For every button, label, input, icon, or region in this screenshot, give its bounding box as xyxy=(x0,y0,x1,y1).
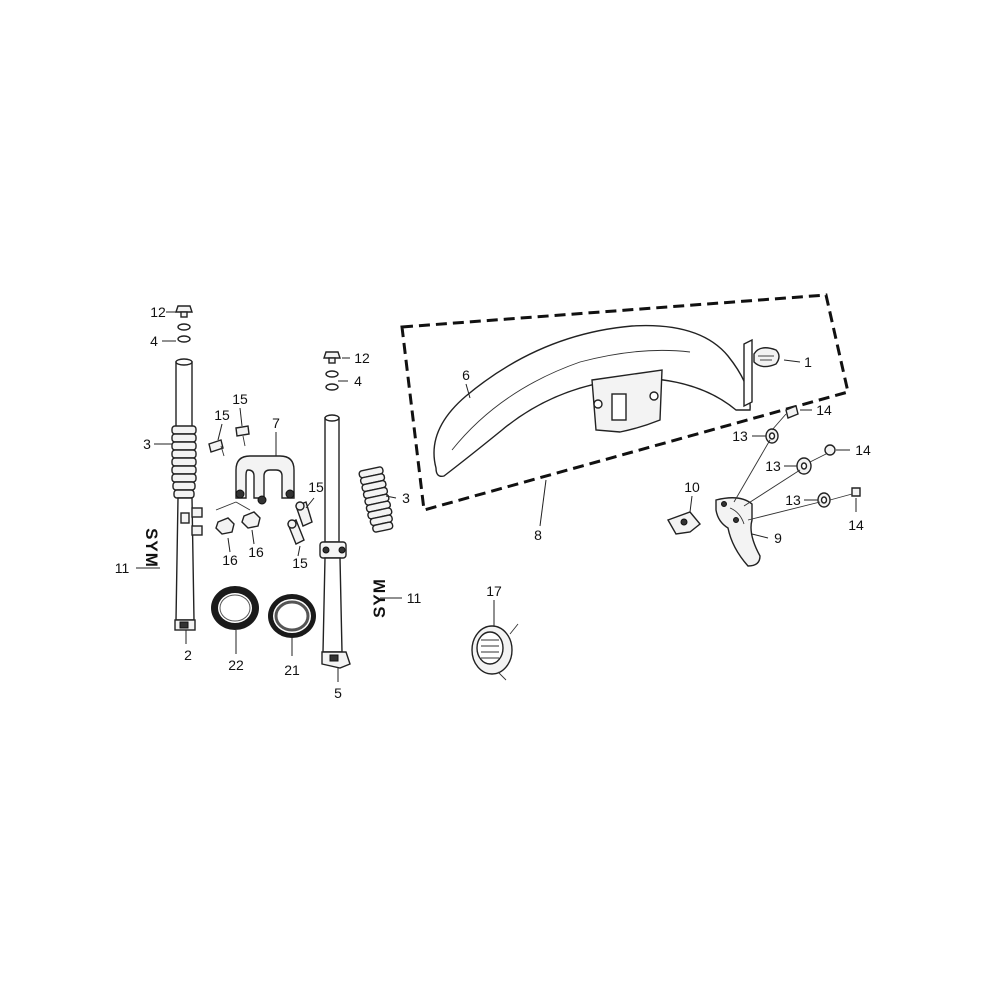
callout-16-b: 16 xyxy=(248,544,264,560)
callout-4-left: 4 xyxy=(150,333,158,349)
nut-16-a xyxy=(215,517,235,535)
left-cap-bolt xyxy=(175,305,193,313)
callout-11-right: 11 xyxy=(407,590,422,606)
oil-seal-22 xyxy=(211,586,259,630)
callout-9: 9 xyxy=(774,530,782,546)
callout-5: 5 xyxy=(334,685,342,701)
right-washer-upper xyxy=(325,370,339,378)
left-caliper-lug-bottom xyxy=(191,525,203,536)
right-fork-assembly: SYM xyxy=(319,351,389,669)
callout-3-left: 3 xyxy=(143,436,151,452)
fender-hole-b xyxy=(649,391,659,401)
left-washer-lower xyxy=(177,335,191,343)
mud-flap-bracket xyxy=(715,497,761,567)
callout-13-b: 13 xyxy=(765,458,781,474)
right-outer-slider xyxy=(322,557,343,653)
left-fork-boot xyxy=(171,425,197,499)
bolt-15-c xyxy=(295,501,313,527)
brace-link-line-b xyxy=(235,501,251,511)
left-washer-upper xyxy=(177,323,191,331)
right-inner-tube-top xyxy=(324,414,340,422)
grommet-13-a xyxy=(765,428,779,444)
grommet-13-c xyxy=(817,492,831,508)
callout-numbers: 12 4 3 11 2 12 4 3 11 5 7 15 15 15 15 16… xyxy=(115,304,871,701)
screw-14-b xyxy=(809,444,836,463)
left-sym-sticker: SYM xyxy=(142,528,161,568)
callout-16-a: 16 xyxy=(222,552,238,568)
right-fork-boot xyxy=(358,466,394,533)
left-caliper-lug-top xyxy=(191,507,203,518)
right-cap-bolt xyxy=(323,351,341,359)
left-axle-clamp xyxy=(179,621,189,629)
fender-group-boundary xyxy=(400,293,850,512)
brace-link-line-a xyxy=(215,501,237,511)
right-sym-sticker: SYM xyxy=(370,578,389,618)
grommet-13-b xyxy=(796,457,812,475)
callout-15-d: 15 xyxy=(292,555,308,571)
right-inner-tube xyxy=(324,417,340,543)
bolt-15-b xyxy=(235,425,250,447)
callout-13-c: 13 xyxy=(785,492,801,508)
front-fender xyxy=(433,324,751,478)
fork-brace xyxy=(235,455,295,505)
callout-6: 6 xyxy=(462,367,470,383)
bolt-15-d xyxy=(287,519,305,545)
callout-17: 17 xyxy=(486,583,502,599)
left-inner-tube xyxy=(175,361,193,431)
horn-17 xyxy=(471,623,519,681)
left-inner-tube-top xyxy=(175,358,193,366)
dust-seal-21 xyxy=(268,594,316,638)
callout-14-c: 14 xyxy=(848,517,864,533)
right-clamp-bolt-a xyxy=(322,546,330,554)
callout-15-b: 15 xyxy=(232,391,248,407)
callout-11-left: 11 xyxy=(115,560,130,576)
screw-14-c xyxy=(829,487,861,501)
leader-lines xyxy=(136,311,857,682)
callout-13-a: 13 xyxy=(732,428,748,444)
fender-stay-slot xyxy=(611,393,627,421)
right-clamp-bolt-b xyxy=(338,546,346,554)
left-cap-bolt-stem xyxy=(180,311,188,318)
callout-10: 10 xyxy=(684,479,700,495)
callout-15-c: 15 xyxy=(308,479,324,495)
callout-14-b: 14 xyxy=(855,442,871,458)
fender-hole-a xyxy=(593,399,603,409)
right-washer-lower xyxy=(325,383,339,391)
callout-22: 22 xyxy=(228,657,244,673)
callout-8: 8 xyxy=(534,527,542,543)
callout-14-a: 14 xyxy=(816,402,832,418)
callout-12-left: 12 xyxy=(150,304,166,320)
right-cap-bolt-stem xyxy=(328,357,336,364)
right-axle-clamp xyxy=(329,654,339,662)
screw-14-a xyxy=(771,405,799,431)
callout-3-right: 3 xyxy=(402,490,410,506)
callout-7: 7 xyxy=(272,415,280,431)
assembly-line-a xyxy=(733,439,771,503)
assembly-line-c xyxy=(747,501,821,521)
callout-2: 2 xyxy=(184,647,192,663)
mounting-clip-10 xyxy=(666,511,701,535)
left-fork-assembly: SYM xyxy=(142,305,203,631)
callout-1: 1 xyxy=(804,354,812,370)
callout-4-right: 4 xyxy=(354,373,362,389)
callout-21: 21 xyxy=(284,662,300,678)
left-slider-boss xyxy=(180,512,190,524)
fender-emblem xyxy=(743,338,780,408)
assembly-line-b xyxy=(743,469,801,507)
bolt-15-a xyxy=(208,439,225,457)
callout-12-right: 12 xyxy=(354,350,370,366)
callout-15-a: 15 xyxy=(214,407,230,423)
nut-16-b xyxy=(241,511,261,529)
